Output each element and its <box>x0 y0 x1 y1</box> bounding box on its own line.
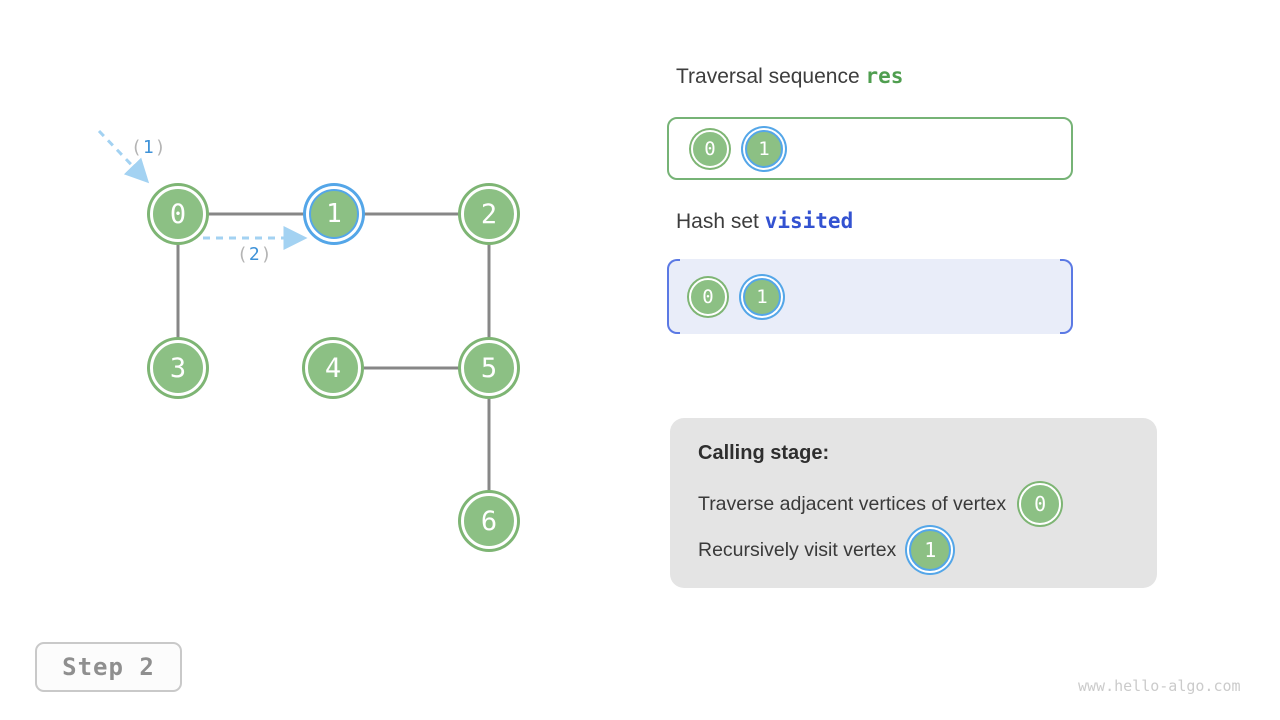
arrow-label-2-open: ( <box>237 244 249 265</box>
dfs-arrow-enter-0 <box>97 129 150 184</box>
set-bracket-right-icon <box>1060 259 1073 334</box>
arrow-label-1: (1) <box>131 137 167 158</box>
arrow-label-2: (2) <box>237 244 273 265</box>
traversal-item-0: 0 <box>691 129 729 168</box>
set-bracket-left-icon <box>667 259 680 334</box>
traversal-sequence-title: Traversal sequence res <box>676 64 903 89</box>
calling-stage-panel: Calling stage: Traverse adjacent vertice… <box>670 418 1157 588</box>
traversal-title-text: Traversal sequence <box>676 65 866 88</box>
graph-vertex-3: 3 <box>150 340 206 396</box>
graph-vertex-2: 2 <box>461 186 517 242</box>
calling-line-1-vertex-0: 0 <box>1019 483 1062 525</box>
calling-line-2-text: Recursively visit vertex <box>698 538 897 561</box>
traversal-sequence-box: 0 1 <box>667 117 1073 180</box>
arrow-label-1-num: 1 <box>142 137 155 158</box>
calling-line-2-vertex-1-highlighted: 1 <box>909 529 952 571</box>
hash-set-title: Hash set visited <box>676 209 853 234</box>
graph-vertex-4: 4 <box>305 340 361 396</box>
hash-set-title-text: Hash set <box>676 210 765 233</box>
arrow-label-2-close: ) <box>260 244 273 265</box>
graph-vertex-5: 5 <box>461 340 517 396</box>
calling-line-1-text: Traverse adjacent vertices of vertex <box>698 492 1007 515</box>
dfs-step-arrows <box>97 129 308 250</box>
arrow-label-2-num: 2 <box>248 244 261 265</box>
traversal-item-1-highlighted: 1 <box>745 129 783 168</box>
hash-set-box: 0 1 <box>667 259 1073 334</box>
visited-item-1-highlighted: 1 <box>743 277 781 316</box>
graph-vertex-1-highlighted: 1 <box>309 189 359 239</box>
arrow-label-1-open: ( <box>131 137 143 158</box>
hash-set-title-code-visited: visited <box>764 209 854 233</box>
arrow-label-1-close: ) <box>154 137 167 158</box>
watermark: www.hello-algo.com <box>1078 677 1241 695</box>
graph-vertex-6: 6 <box>461 493 517 549</box>
visited-item-0: 0 <box>689 277 727 316</box>
step-badge: Step 2 <box>35 642 182 692</box>
calling-line-2: Recursively visit vertex 1 <box>698 529 1139 571</box>
graph-vertex-0: 0 <box>150 186 206 242</box>
traversal-title-code-res: res <box>865 64 904 88</box>
calling-line-1: Traverse adjacent vertices of vertex 0 <box>698 483 1139 525</box>
calling-stage-title: Calling stage: <box>698 442 830 464</box>
